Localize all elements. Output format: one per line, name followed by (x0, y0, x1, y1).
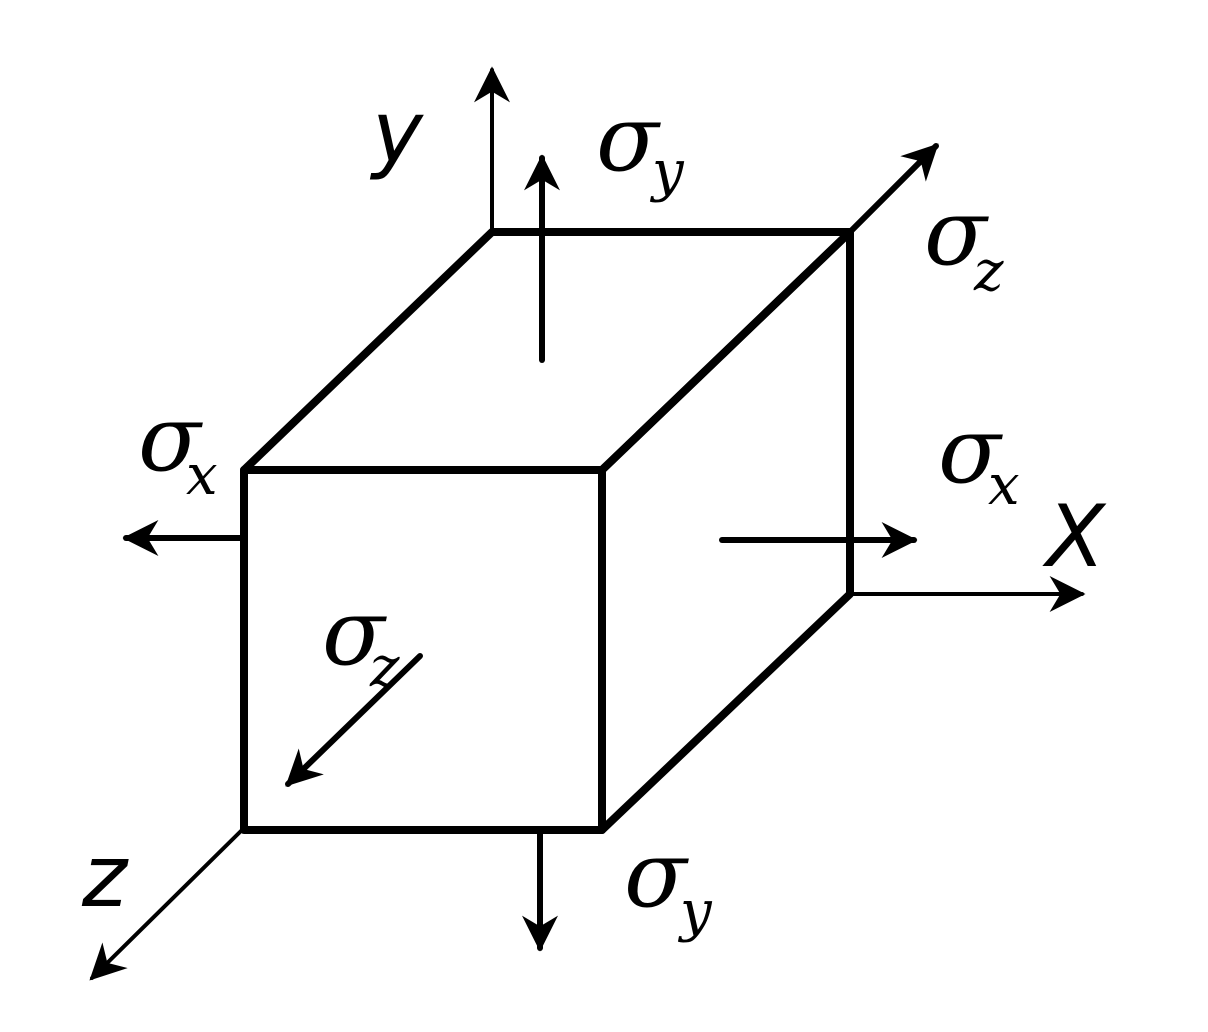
svg-text:z: z (973, 239, 1004, 304)
z-axis (89, 828, 244, 981)
sigma-z-front-arrow (285, 653, 423, 787)
x-axis-label: X (1042, 487, 1107, 587)
cube-right-face (598, 228, 854, 834)
sigma-z-back-label: σ z (924, 179, 1004, 304)
sigma-x-right-label: σ x (938, 397, 1020, 518)
sigma-z-front-label: σ z (322, 579, 400, 700)
svg-text:x: x (186, 443, 218, 508)
sigma-x-left-label: σ x (138, 385, 218, 508)
y-axis-label: y (369, 83, 424, 183)
svg-text:z: z (369, 635, 400, 700)
sigma-y-bottom-label: σ y (624, 821, 713, 944)
svg-text:σ: σ (322, 579, 387, 686)
svg-text:σ: σ (938, 397, 1003, 504)
svg-text:σ: σ (138, 385, 203, 492)
svg-text:σ: σ (624, 821, 689, 928)
cube-top-face (240, 228, 854, 474)
stress-arrows (122, 143, 939, 952)
svg-text:σ: σ (924, 179, 989, 286)
svg-text:y: y (649, 139, 685, 204)
coordinate-axes (89, 66, 1086, 981)
sigma-y-top-label: σ y (596, 85, 685, 204)
svg-text:σ: σ (596, 85, 661, 192)
sigma-z-back-arrow (847, 143, 939, 235)
svg-text:y: y (677, 879, 713, 944)
svg-text:x: x (988, 453, 1020, 518)
z-axis-label: z (81, 827, 129, 927)
